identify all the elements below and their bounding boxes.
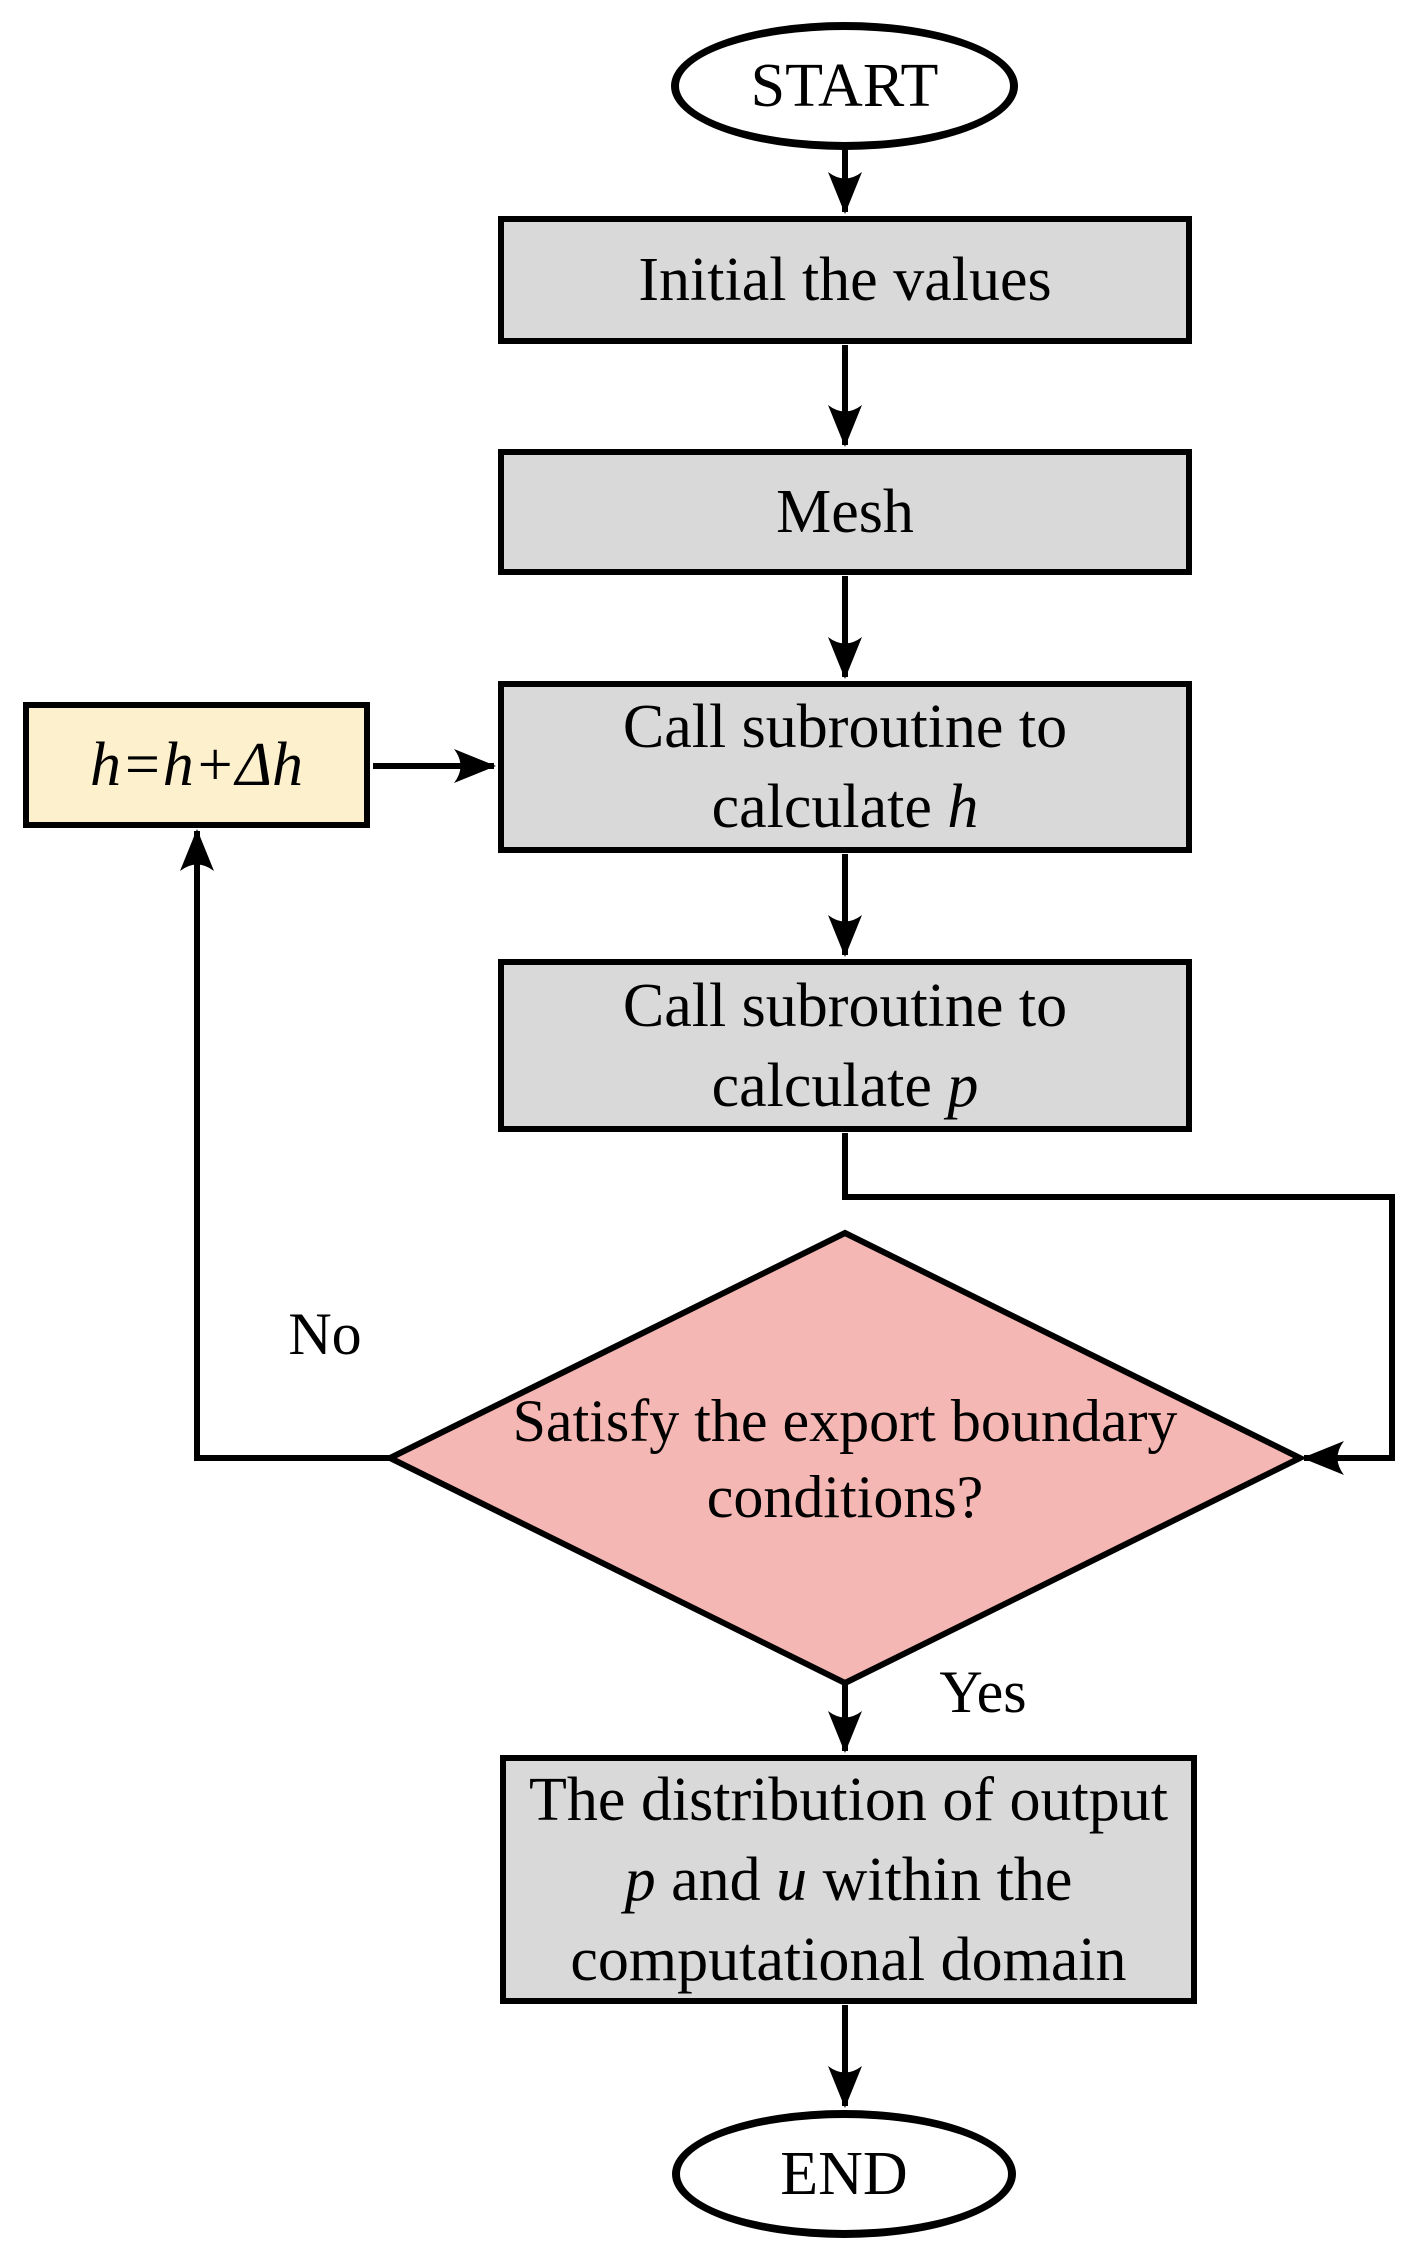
calc-h-line2: calculate h [711, 773, 979, 841]
mesh-label: Mesh [776, 477, 914, 546]
calc-p-node: Call subroutine to calculate p [498, 959, 1192, 1132]
output-variable-p: p [624, 1845, 656, 1914]
connector-decision-no-to-increment [180, 829, 392, 1461]
mesh-node: Mesh [498, 449, 1192, 575]
calc-h-variable: h [947, 773, 979, 841]
increment-h-label: h=h+Δh [89, 730, 304, 799]
calc-p-line2: calculate p [711, 1051, 979, 1120]
calc-p-variable: p [947, 1051, 979, 1120]
calc-h-label: Call subroutine to calculate h [623, 687, 1067, 847]
end-node: END [672, 2110, 1016, 2238]
output-line3: computational domain [570, 1925, 1127, 1994]
end-label: END [780, 2139, 908, 2208]
no-branch-label: No [288, 1301, 362, 1367]
output-label: The distribution of output p and u withi… [529, 1760, 1168, 2000]
calc-h-node: Call subroutine to calculate h [498, 681, 1192, 853]
calc-p-line1: Call subroutine to [622, 971, 1068, 1040]
yes-branch-label: Yes [939, 1659, 1027, 1725]
calc-p-label: Call subroutine to calculate p [623, 966, 1067, 1126]
init-values-node: Initial the values [498, 216, 1192, 344]
calc-h-line1: Call subroutine to [622, 693, 1068, 761]
start-node: START [671, 22, 1018, 150]
start-label: START [750, 51, 939, 120]
init-values-label: Initial the values [638, 245, 1052, 314]
output-node: The distribution of output p and u withi… [500, 1755, 1197, 2004]
decision-label: Satisfy the export boundary conditions? [512, 1388, 1178, 1530]
output-variable-u: u [776, 1845, 808, 1914]
output-line2: p and u within the [624, 1845, 1073, 1914]
increment-h-node: h=h+Δh [23, 702, 370, 828]
connector-calc-p-to-decision [842, 1133, 1395, 1475]
output-line1: The distribution of output [529, 1765, 1168, 1834]
